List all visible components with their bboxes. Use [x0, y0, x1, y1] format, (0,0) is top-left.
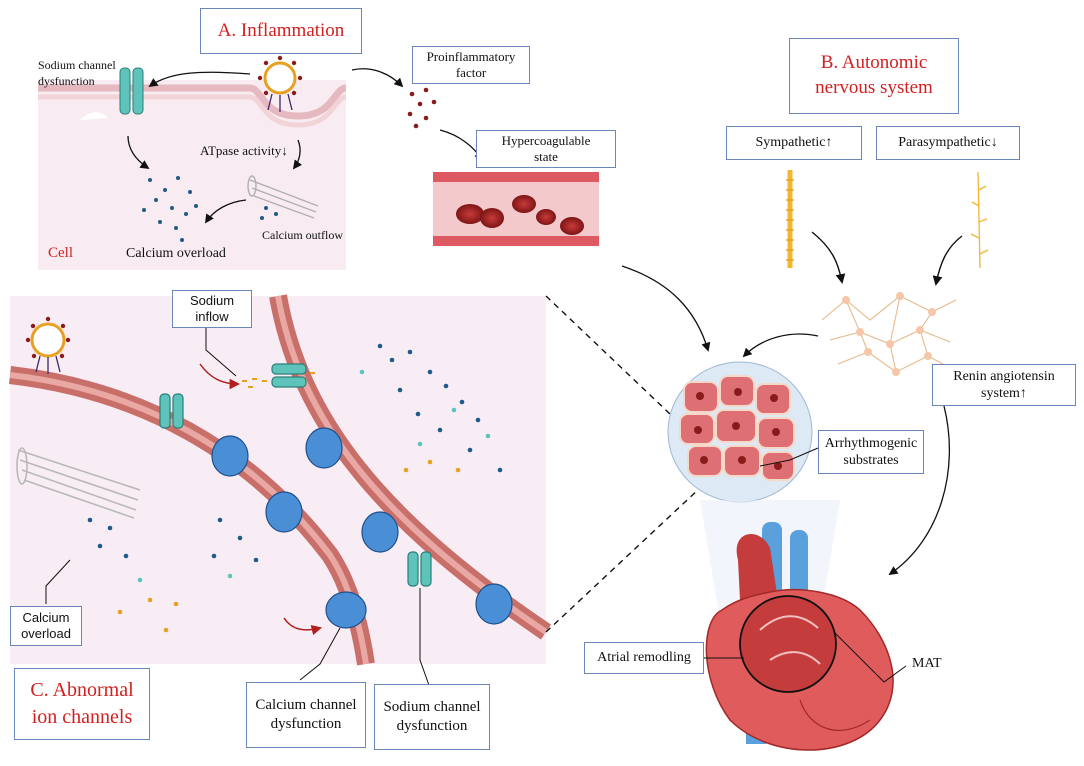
- inflammation-cell-panel: [38, 80, 347, 270]
- blood-vessel: [433, 172, 599, 246]
- sodium-channel-dysfunction-line2: dysfunction: [38, 74, 95, 88]
- arrow-to-proinflammatory: [351, 68, 404, 88]
- atrial-remodling-label: Atrial remodling: [597, 650, 691, 666]
- calcium-channel-dysfunction-box: Calcium channel dysfunction: [246, 682, 366, 748]
- autonomic-title-line1: B. Autonomic: [820, 52, 928, 74]
- calcium-overload-label-a: Calcium overload: [126, 246, 226, 261]
- hypercoagulable-line1: Hypercoagulable: [501, 132, 591, 148]
- calcium-channel-line1: Calcium channel: [255, 697, 357, 714]
- arrow-a1: [148, 71, 251, 88]
- arrow-a3: [292, 139, 303, 170]
- sodium-inflow-box: Sodium inflow: [172, 290, 252, 328]
- proinflammatory-line2: factor: [455, 65, 487, 80]
- calcium-outflow-label: Calcium outflow: [262, 228, 343, 242]
- atrial-remodling-box: Atrial remodling: [584, 642, 704, 674]
- sodium-channels: [159, 363, 432, 587]
- autonomic-title: B. Autonomic nervous system: [789, 38, 959, 114]
- calcium-overload-line1: Calcium: [22, 609, 70, 625]
- sodium-channel-icon: [119, 67, 144, 115]
- arrhythmogenic-line1: Arrhythmogenic: [824, 435, 918, 451]
- sodium-channel-line1: Sodium channel: [383, 699, 481, 716]
- zoom-line-bottom: [545, 487, 701, 633]
- sodium-channel-line2: dysfunction: [396, 718, 468, 734]
- calcium-overload-line2: overload: [21, 626, 71, 641]
- sodium-channel-dysfunction-label-a: Sodium channel dysfunction: [38, 57, 116, 89]
- nerve-network: [821, 295, 957, 373]
- autonomic-title-line2: nervous system: [815, 77, 933, 98]
- calcium-particles-a: [142, 176, 198, 242]
- calcium-influx-arrow: [283, 617, 323, 636]
- mat-label: MAT: [912, 656, 942, 671]
- arrow-sympathetic: [811, 231, 846, 284]
- proinflammatory-particles: [407, 87, 437, 129]
- calcium-overload-callout: [45, 559, 71, 604]
- cardiac-tissue-icon: [667, 361, 813, 503]
- sympathetic-nerve-icon: [786, 170, 794, 268]
- arrow-parasympathetic: [932, 235, 963, 286]
- sodium-inflow-line1: Sodium: [189, 292, 235, 308]
- nerve-network-nodes: [842, 292, 936, 376]
- arrhythmogenic-box: Arrhythmogenic substrates: [818, 430, 924, 474]
- atpase-label: ATpase activity↓: [200, 143, 288, 158]
- mat-callout: [833, 631, 907, 683]
- arrhythmogenic-line2: substrates: [843, 453, 899, 468]
- calcium-channel-line2: dysfunction: [270, 716, 342, 732]
- calcium-channel-callout: [299, 627, 341, 681]
- zoom-line-top: [545, 295, 671, 415]
- arrow-a4: [204, 199, 247, 224]
- sodium-inflow-callout: [205, 326, 237, 377]
- calcium-channels: [211, 427, 513, 629]
- calcium-pump-icon-c: [16, 447, 141, 519]
- ion-channels-title: C. Abnormal ion channels: [14, 668, 150, 740]
- heart-icon: [700, 500, 894, 751]
- sodium-inflow-line2: inflow: [195, 309, 229, 324]
- sympathetic-box: Sympathetic↑: [726, 126, 862, 160]
- parasympathetic-nerve-icon: [970, 171, 989, 269]
- inflammation-title: A. Inflammation: [200, 8, 362, 54]
- renin-line2: system↑: [981, 386, 1027, 401]
- pathogen-icon: [257, 55, 303, 112]
- sodium-channel-dysfunction-line1: Sodium channel: [38, 58, 116, 72]
- sodium-channel-dysfunction-box: Sodium channel dysfunction: [374, 684, 490, 750]
- calcium-pump-icon: [247, 175, 319, 219]
- ion-channel-panel: [8, 294, 552, 666]
- parasympathetic-box: Parasympathetic↓: [876, 126, 1020, 160]
- arrow-vessel-to-substrate: [621, 265, 711, 352]
- calcium-outflow-particles: [260, 206, 278, 220]
- hypercoagulable-line2: state: [534, 149, 558, 164]
- arrow-renin-to-heart: [888, 405, 950, 576]
- proinflammatory-factor-box: Proinflammatory factor: [412, 46, 530, 84]
- sodium-channel-callout: [419, 588, 431, 689]
- renin-angiotensin-box: Renin angiotensin system↑: [932, 364, 1076, 406]
- proinflammatory-line1: Proinflammatory: [426, 48, 516, 64]
- sodium-inflow-arrow: [199, 363, 241, 390]
- ion-channels-title-line2: ion channels: [31, 706, 133, 728]
- cell-label: Cell: [48, 245, 73, 261]
- ion-channels-title-line1: C. Abnormal: [30, 679, 134, 701]
- arrow-network-to-substrate: [742, 333, 819, 358]
- sodium-inflow-particles: [242, 372, 315, 388]
- renin-line1: Renin angiotensin: [953, 368, 1055, 384]
- calcium-overload-box: Calcium overload: [10, 606, 82, 646]
- parasympathetic-label: Parasympathetic↓: [898, 135, 998, 151]
- hypercoagulable-state-box: Hypercoagulable state: [476, 130, 616, 168]
- pathogen-icon-c: [25, 316, 71, 374]
- calcium-particles-c: [87, 343, 503, 633]
- sympathetic-label: Sympathetic↑: [755, 135, 833, 151]
- arrow-a2: [127, 135, 150, 170]
- arrhythmogenic-callout: [759, 447, 819, 467]
